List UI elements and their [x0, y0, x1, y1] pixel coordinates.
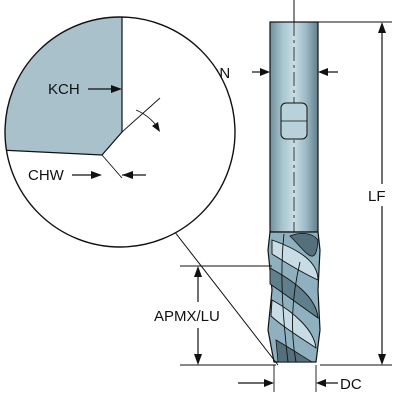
chw-label: CHW: [28, 167, 65, 184]
tool-flutes: [267, 231, 321, 363]
chw-callout: CHW: [28, 167, 146, 184]
kch-label: KCH: [48, 81, 80, 98]
apmx-lu-dimension: APMX/LU: [154, 265, 276, 366]
lf-label: LF: [368, 188, 386, 205]
detail-inset: [4, 16, 236, 248]
kch-callout: KCH: [48, 81, 160, 132]
apmx-lu-label: APMX/LU: [154, 308, 220, 325]
dc-label: DC: [340, 376, 362, 393]
tool-shank: [269, 0, 319, 233]
lf-dimension: LF: [318, 21, 392, 366]
dc-dimension: DC: [238, 365, 362, 393]
